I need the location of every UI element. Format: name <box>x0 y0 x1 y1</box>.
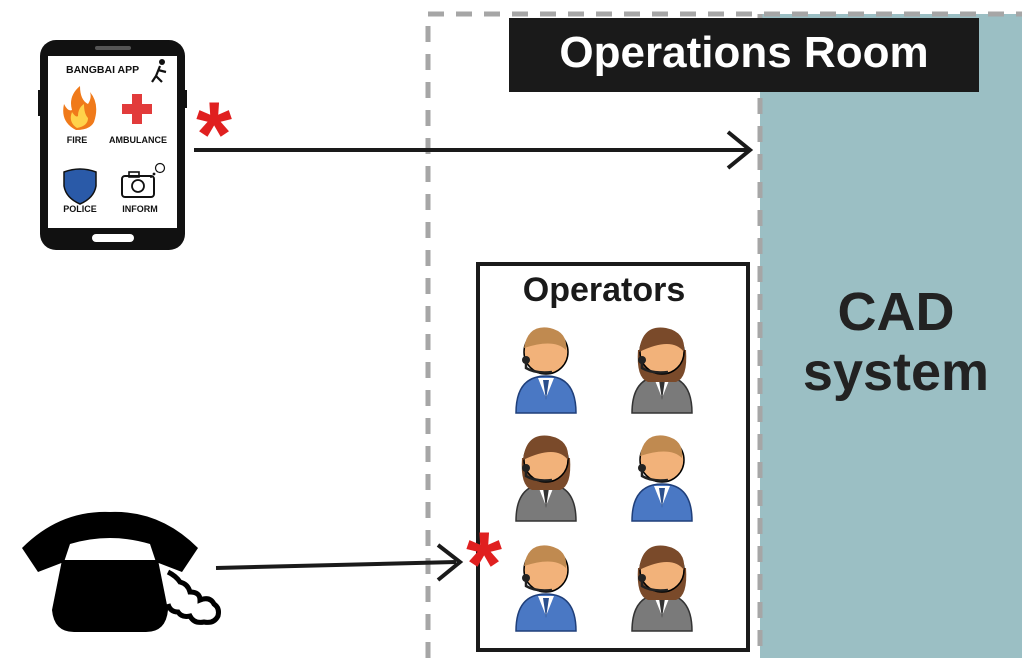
asterisk-operators: * <box>466 514 502 616</box>
operator-avatar <box>631 327 693 414</box>
telephone-icon <box>22 511 221 632</box>
operator-avatar <box>631 435 693 522</box>
inform-button-label[interactable]: INFORM <box>122 204 158 214</box>
cad-system-panel <box>760 14 1022 658</box>
phone-to-operators-arrow-line <box>215 560 457 570</box>
operations-room-title: Operations Room <box>559 28 928 77</box>
camera-icon <box>121 162 166 198</box>
ambulance-button-label[interactable]: AMBULANCE <box>109 135 167 145</box>
app-title: BANGBAI APP <box>66 64 139 76</box>
fire-icon <box>63 86 97 130</box>
operators-title: Operators <box>523 271 686 309</box>
police-button-label[interactable]: POLICE <box>63 204 97 214</box>
operator-avatar <box>515 435 577 522</box>
operations-room-boundary <box>425 11 1022 658</box>
red-cross-icon <box>122 94 152 124</box>
operators-box <box>476 262 750 652</box>
phone-to-operators-arrowhead <box>436 543 464 582</box>
running-person-icon <box>151 59 167 83</box>
police-shield-icon <box>63 168 97 205</box>
cad-system-label-line2: system <box>803 342 989 402</box>
asterisk-app: * <box>196 84 232 186</box>
cad-system-label-line1: CAD <box>838 282 955 342</box>
operator-avatar <box>515 327 577 414</box>
smartphone: BANGBAI APP FIRE AMBULANCE POLICE I <box>38 40 187 250</box>
operations-room-title-bg <box>509 18 979 92</box>
operator-avatar <box>631 545 693 632</box>
fire-button-label[interactable]: FIRE <box>67 135 88 145</box>
operator-avatar <box>515 545 577 632</box>
app-to-cad-arrowhead <box>726 130 754 170</box>
